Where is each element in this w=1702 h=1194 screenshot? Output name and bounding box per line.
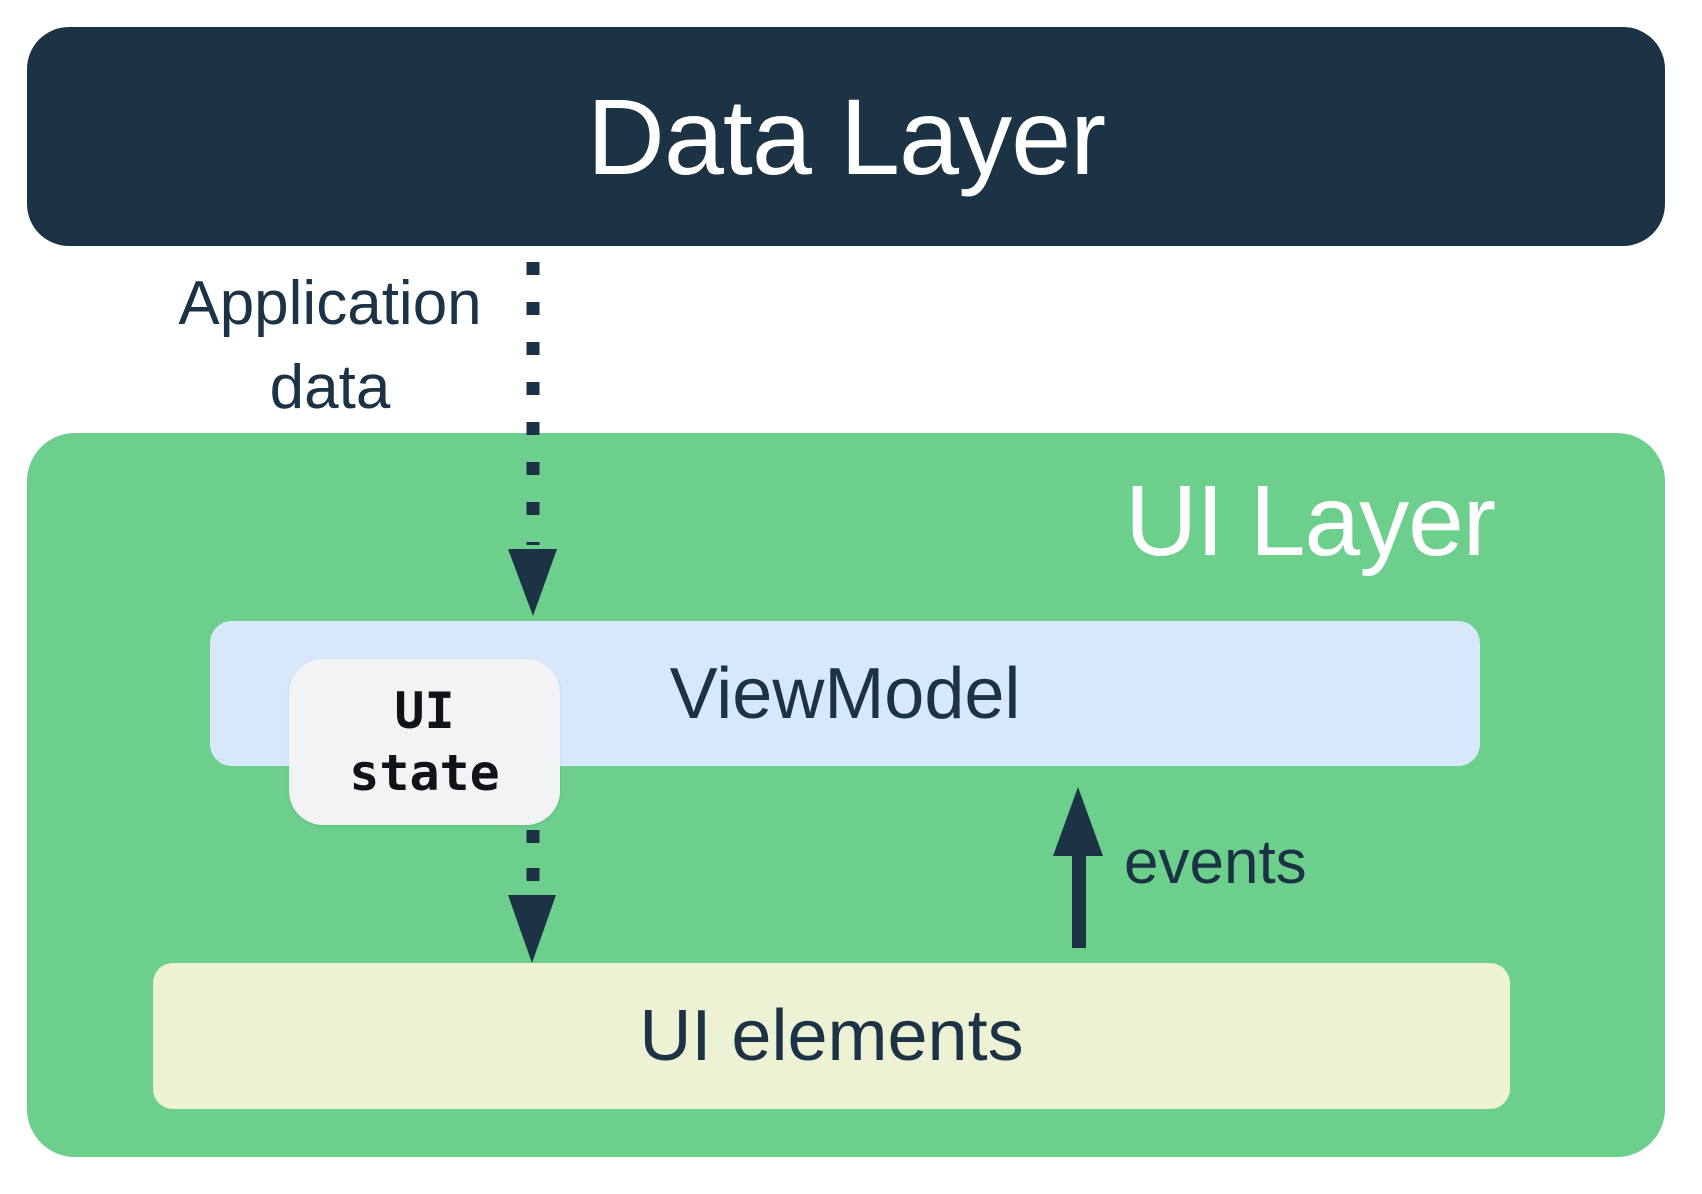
ui-state-box: UI state <box>289 659 560 825</box>
events-label: events <box>1124 828 1307 897</box>
data-layer-box: Data Layer <box>27 27 1665 246</box>
ui-elements-box: UI elements <box>153 963 1510 1109</box>
ui-state-label: UI state <box>349 682 500 802</box>
application-data-label: Application data <box>178 269 482 422</box>
viewmodel-label: ViewModel <box>669 653 1021 734</box>
ui-elements-label: UI elements <box>639 996 1024 1076</box>
data-layer-label: Data Layer <box>586 75 1106 197</box>
ui-layer-label: UI Layer <box>1125 465 1496 577</box>
